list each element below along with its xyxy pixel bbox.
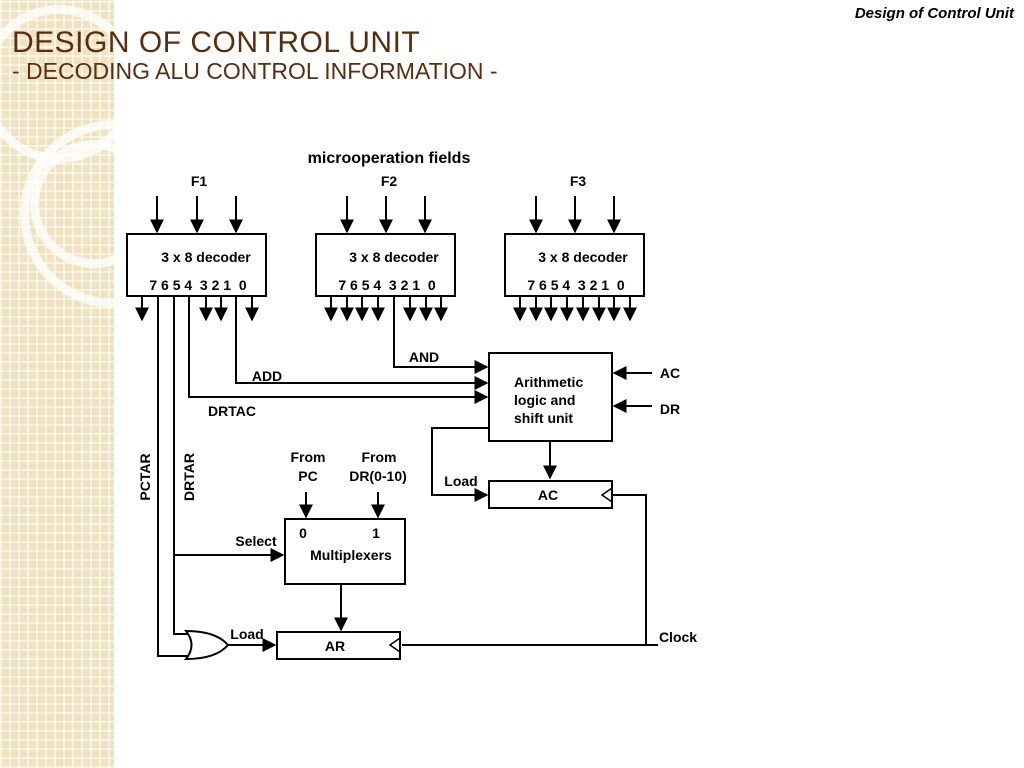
and-signal-label: AND — [409, 349, 439, 365]
decoder-label: 3 x 8 decoder — [349, 249, 439, 265]
slide-title: DESIGN OF CONTROL UNIT — [12, 26, 421, 59]
dr-input-label: DR — [660, 401, 680, 417]
decoder-f1 — [126, 233, 267, 297]
from-pc-label: From — [291, 449, 326, 465]
field-label-f3: F3 — [570, 173, 587, 189]
clock-label: Clock — [659, 629, 697, 645]
decoder-output-numbers: 7 6 5 4 3 2 1 0 — [527, 277, 625, 293]
ac-register — [488, 480, 613, 509]
field-label-f1: F1 — [191, 173, 208, 189]
ar-load-label: Load — [230, 626, 263, 642]
ac-load-label: Load — [444, 473, 477, 489]
ar-clock-indicator — [388, 637, 401, 653]
alu-label-line: logic and — [514, 392, 575, 408]
field-input-arrows — [150, 196, 621, 234]
ac-register-label: AC — [538, 487, 558, 503]
decorative-ring — [20, 120, 208, 308]
ac-input-label: AC — [660, 365, 680, 381]
from-dr-label: DR(0-10) — [349, 468, 407, 484]
signal-wires — [157, 296, 658, 657]
decorative-side-band — [0, 0, 208, 768]
ar-register-label: AR — [325, 638, 345, 654]
pctar-signal-label: PCTAR — [137, 453, 153, 500]
decoder-output-arrows — [135, 296, 637, 322]
or-gate — [183, 629, 230, 661]
ar-register — [276, 631, 401, 660]
add-signal-label: ADD — [252, 368, 282, 384]
from-pc-label: PC — [298, 468, 317, 484]
microoperation-fields-label: microoperation fields — [308, 150, 471, 167]
ac-clock-indicator — [600, 487, 613, 503]
multiplexer-block — [284, 518, 406, 585]
mux-input-1: 1 — [372, 525, 380, 541]
mux-label: Multiplexers — [310, 547, 392, 563]
alu-block — [488, 352, 613, 442]
decoder-f2 — [315, 233, 456, 297]
drtac-signal-label: DRTAC — [208, 403, 256, 419]
from-dr-label: From — [362, 449, 397, 465]
decoder-f3 — [504, 233, 645, 297]
alu-label-line: shift unit — [514, 410, 573, 426]
slide-corner-label: Design of Control Unit — [854, 5, 1014, 22]
mux-input-0: 0 — [299, 525, 307, 541]
alu-label-line: Arithmetic — [514, 374, 583, 390]
decoder-label: 3 x 8 decoder — [538, 249, 628, 265]
decoder-output-numbers: 7 6 5 4 3 2 1 0 — [338, 277, 436, 293]
slide-subtitle: - DECODING ALU CONTROL INFORMATION - — [12, 58, 498, 84]
drtar-signal-label: DRTAR — [181, 453, 197, 501]
select-signal-label: Select — [235, 533, 277, 549]
decorative-ring — [30, 140, 158, 268]
decoder-label: 3 x 8 decoder — [161, 249, 251, 265]
decoder-output-numbers: 7 6 5 4 3 2 1 0 — [149, 277, 247, 293]
field-label-f2: F2 — [381, 173, 398, 189]
